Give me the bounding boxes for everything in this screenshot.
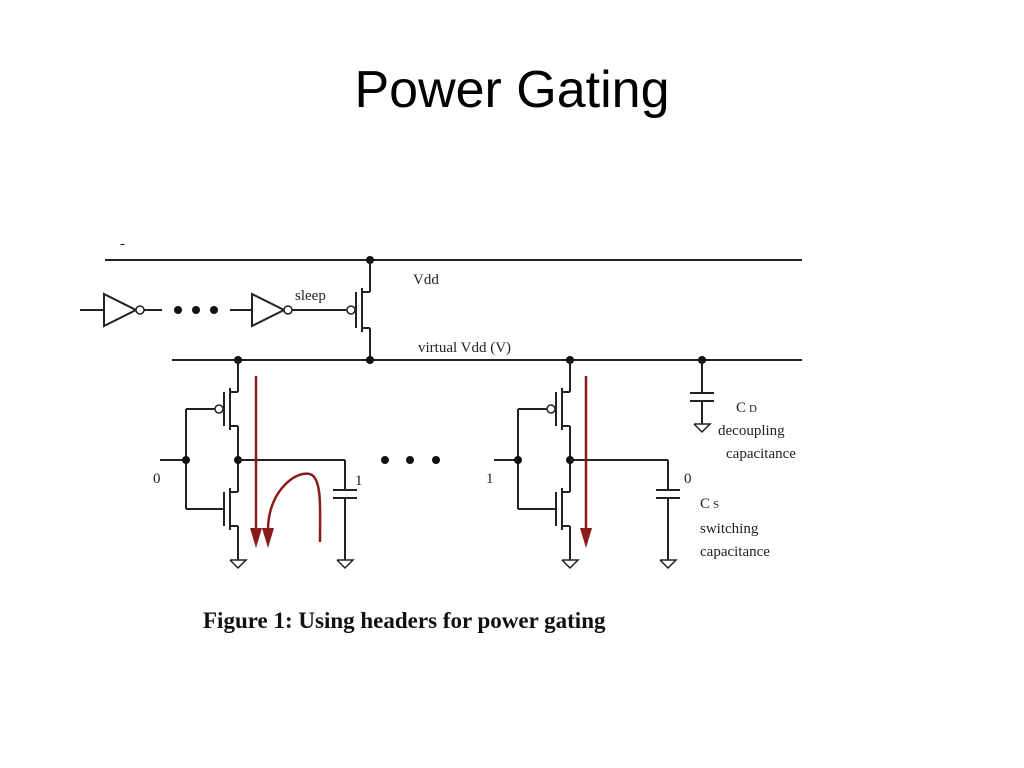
right-output-label: 0 bbox=[684, 471, 692, 487]
inverter-chain bbox=[80, 292, 347, 328]
vdd-label: Vdd bbox=[413, 272, 439, 288]
slide-title: Power Gating bbox=[354, 61, 670, 119]
sleep-label: sleep bbox=[295, 288, 326, 304]
current-flow-arrows bbox=[250, 376, 592, 548]
middle-ellipsis bbox=[381, 456, 440, 464]
left-input-label: 0 bbox=[153, 471, 161, 487]
virtual-vdd-label: virtual Vdd (V) bbox=[418, 340, 511, 356]
right-input-label: 1 bbox=[486, 471, 494, 487]
switching-label-line2: capacitance bbox=[700, 544, 770, 560]
left-cmos-inverter bbox=[160, 360, 357, 570]
left-output-label: 1 bbox=[355, 473, 363, 489]
figure-caption: Figure 1: Using headers for power gating bbox=[203, 608, 606, 633]
dash-mark: - bbox=[120, 236, 125, 252]
sleep-header-transistor bbox=[346, 260, 371, 360]
decoupling-capacitor bbox=[690, 360, 714, 434]
decoupling-label-line1: decoupling bbox=[718, 423, 785, 439]
switching-label-line1: switching bbox=[700, 521, 759, 537]
decoupling-label-line2: capacitance bbox=[726, 446, 796, 462]
